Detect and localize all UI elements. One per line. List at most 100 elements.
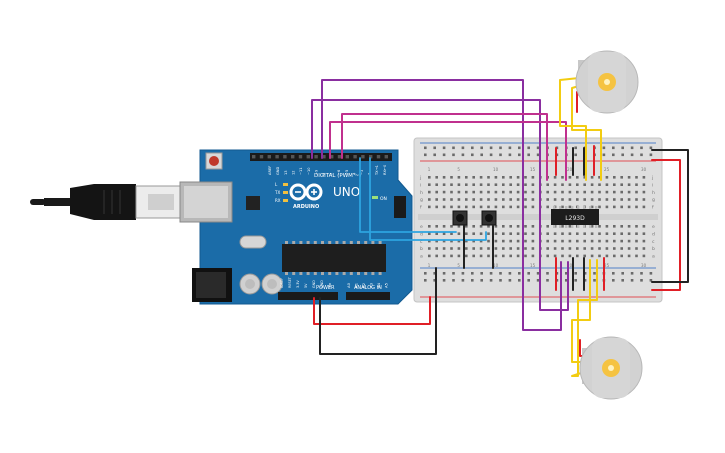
row-letter: g <box>652 198 655 203</box>
digital-pin-label: 8 <box>322 172 326 175</box>
pin-hole[interactable] <box>252 155 256 159</box>
digital-pin-label: ~9 <box>314 169 318 175</box>
analog-pin-label: A3 <box>369 282 374 288</box>
arduino-brand-text: ARDUINO <box>293 204 319 210</box>
column-number: 10 <box>493 263 499 268</box>
column-number: 5 <box>457 167 460 172</box>
wire-red-rail <box>651 159 681 291</box>
led-label: TX <box>274 190 280 195</box>
wire-black-rail <box>651 149 689 283</box>
column-number: 30 <box>641 263 647 268</box>
column-number: 15 <box>530 263 536 268</box>
dc-motor-2[interactable] <box>579 336 643 400</box>
digital-pin-label: ~10 <box>307 167 311 175</box>
row-letter: h <box>420 190 423 196</box>
column-number: 20 <box>567 167 573 172</box>
pin-hole[interactable] <box>259 155 264 159</box>
l293d-chip[interactable]: L293D <box>551 206 599 228</box>
power-pin-label: 3.3V <box>296 280 300 288</box>
pin-hole[interactable] <box>314 155 318 159</box>
row-letter: c <box>652 240 655 245</box>
digital-pin-label: 7 <box>330 173 334 175</box>
pin-hole[interactable] <box>369 155 373 159</box>
row-letter: i <box>652 182 653 188</box>
digital-pin-label: 13 <box>284 170 288 175</box>
pin-hole[interactable] <box>376 155 381 159</box>
arduino-model-text: UNO <box>333 185 360 199</box>
pushbutton-1[interactable] <box>452 210 468 226</box>
analog-header <box>346 292 390 300</box>
wire-purple-2 <box>311 99 569 311</box>
power-header <box>278 292 338 300</box>
arduino-logo-icon <box>289 183 323 201</box>
pin-hole[interactable] <box>384 155 388 159</box>
pin-hole[interactable] <box>353 155 357 159</box>
led-indicator <box>283 191 288 194</box>
power-pin-label: Vin <box>328 283 332 288</box>
wire-black-gnd <box>319 267 437 355</box>
wire-blue-1 <box>359 157 457 233</box>
wire-blue-2 <box>369 157 487 241</box>
pin-hole[interactable] <box>330 155 334 159</box>
column-number: 5 <box>457 263 460 268</box>
power-pin-label: 5V <box>304 283 308 288</box>
row-letter: d <box>652 231 655 237</box>
wire-magenta-1 <box>329 121 567 181</box>
pin-hole[interactable] <box>361 155 365 159</box>
arduino-uno-board[interactable]: ARDUINO UNO DIGITAL (PWM ~) POWER ANALOG… <box>179 149 413 305</box>
pin-hole[interactable] <box>283 155 287 159</box>
row-letter: c <box>420 240 423 245</box>
gnd-label: GND <box>276 167 280 175</box>
power-pin-label: IOREF <box>280 278 284 288</box>
analog-pin-label: A4 <box>376 282 381 288</box>
usb-cable <box>30 184 181 220</box>
icsp-header <box>394 196 406 218</box>
analog-pin-label: A1 <box>354 282 359 288</box>
digital-pin-label: 4 <box>352 172 356 175</box>
crystal-oscillator <box>239 235 267 249</box>
wires <box>311 77 689 377</box>
chip-label: L293D <box>565 215 585 222</box>
wire-purple-1 <box>321 79 562 331</box>
power-led <box>372 196 378 199</box>
analog-label: ANALOG IN <box>354 285 382 291</box>
wire-yellow-motor1-b <box>571 85 602 181</box>
wire-magenta-2 <box>341 113 548 181</box>
digital-pin-label: 12 <box>292 170 296 175</box>
pin-hole[interactable] <box>267 155 271 159</box>
row-letter: a <box>652 255 655 260</box>
analog-pin-label: A0 <box>346 282 351 288</box>
row-letter: e <box>652 225 655 230</box>
row-letter: a <box>420 255 423 260</box>
row-letter: i <box>420 182 421 188</box>
pin-hole[interactable] <box>298 155 303 159</box>
pin-hole[interactable] <box>275 155 279 159</box>
column-number: 30 <box>641 167 647 172</box>
wire-yellow-motor1-a <box>559 77 587 181</box>
digital-pin-label: ~3 <box>360 170 364 175</box>
power-pin-label: RESET <box>288 276 292 288</box>
row-letter: b <box>652 246 655 252</box>
row-letter: h <box>652 190 655 196</box>
digital-pin-label: TX→1 <box>375 165 379 176</box>
pin-hole[interactable] <box>306 155 310 159</box>
led-label: L <box>275 182 278 187</box>
wire-yellow-motor2-b <box>571 259 598 377</box>
pushbutton-2[interactable] <box>481 210 497 226</box>
row-letter: g <box>420 198 423 203</box>
column-number: 10 <box>493 167 499 172</box>
column-number: 25 <box>604 263 610 268</box>
pin-hole[interactable] <box>345 155 349 159</box>
pin-hole[interactable] <box>291 155 295 159</box>
row-letter: e <box>420 225 423 230</box>
dc-motor-1[interactable] <box>575 50 639 114</box>
led-indicator <box>283 199 288 202</box>
pin-hole[interactable] <box>322 155 326 159</box>
motor-gear-icon <box>602 359 620 377</box>
wire-red-5v <box>313 296 431 325</box>
pin-hole[interactable] <box>337 155 342 159</box>
analog-pin-label: A2 <box>361 282 366 288</box>
column-number: 15 <box>530 167 536 172</box>
column-number: 25 <box>604 167 610 172</box>
